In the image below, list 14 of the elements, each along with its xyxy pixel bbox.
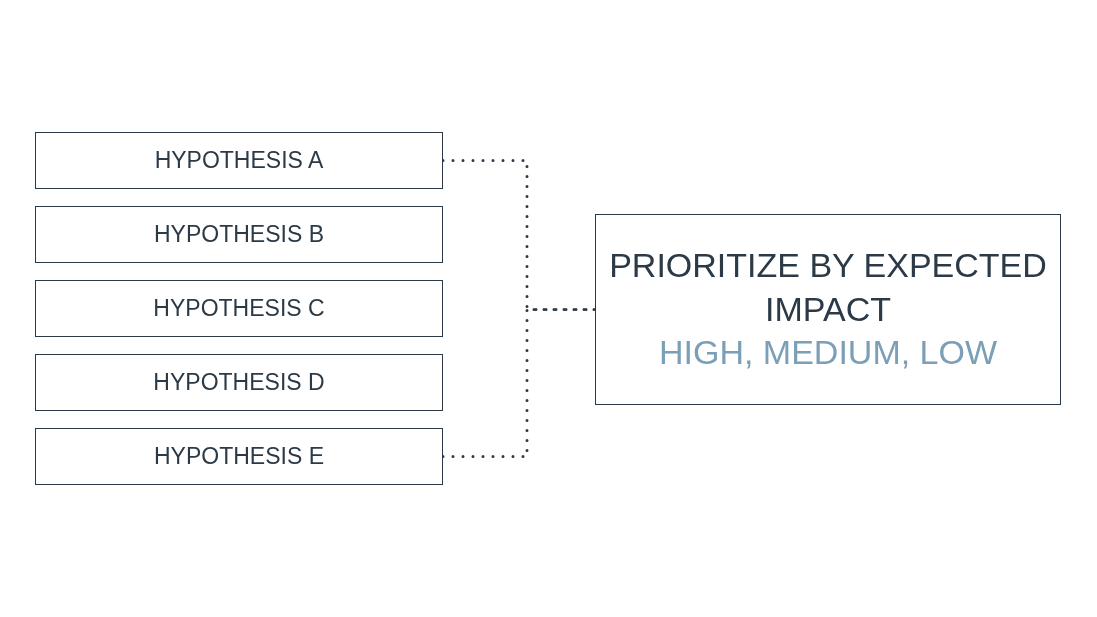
hypothesis-box — [35, 206, 443, 263]
box-label: PRIORITIZE BY EXPECTED IMPACT — [608, 245, 1048, 330]
hypothesis-box — [35, 280, 443, 337]
result-box — [595, 214, 1061, 405]
hypothesis-box — [35, 354, 443, 411]
hypothesis-box — [35, 132, 443, 189]
box-label: HYPOTHESIS E — [154, 443, 324, 470]
impact-levels: HIGH, MEDIUM, LOW — [658, 332, 998, 374]
box-label: HYPOTHESIS A — [154, 147, 324, 174]
box-label: HYPOTHESIS C — [153, 295, 325, 322]
dotted-connector — [441, 159, 597, 311]
box-label: HYPOTHESIS B — [154, 221, 324, 248]
box-label: HYPOTHESIS D — [153, 369, 325, 396]
hypothesis-box — [35, 428, 443, 485]
